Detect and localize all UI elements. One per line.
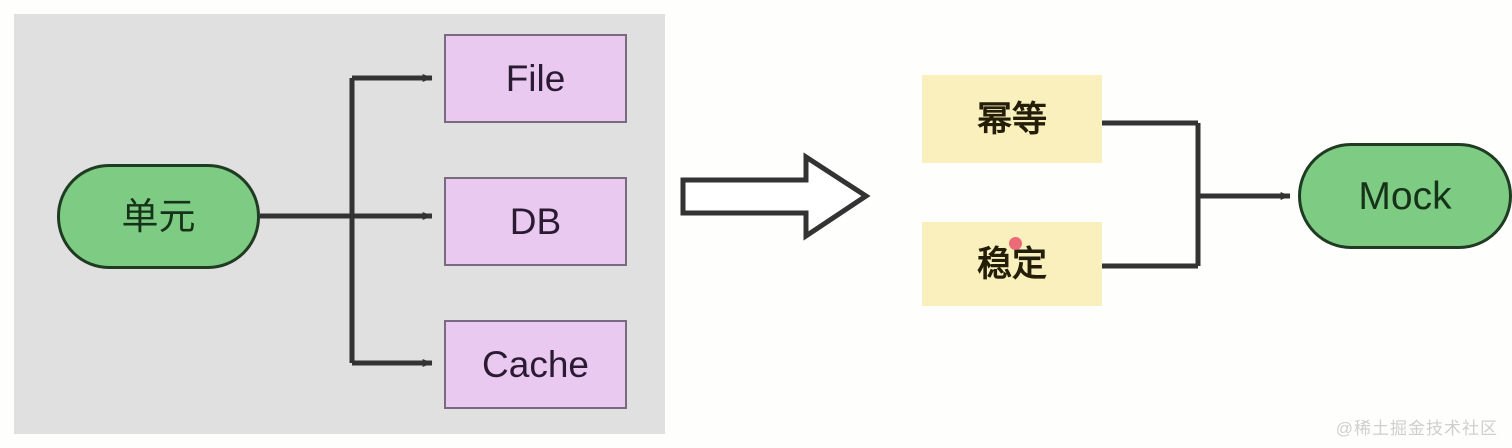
watermark: @稀土掘金技术社区 [1335, 419, 1498, 438]
node-unit-label: 单元 [121, 196, 196, 237]
node-stable[interactable]: 稳定 [922, 222, 1102, 306]
node-mock-label: Mock [1358, 174, 1452, 218]
node-cache[interactable]: Cache [444, 320, 627, 409]
node-unit[interactable]: 单元 [57, 164, 260, 269]
node-stable-label: 稳定 [976, 244, 1047, 284]
node-file[interactable]: File [444, 34, 627, 123]
node-cache-label: Cache [482, 344, 589, 385]
stable-marker-dot [1009, 237, 1022, 250]
node-db[interactable]: DB [444, 177, 627, 266]
node-idempotent-label: 幂等 [976, 99, 1047, 139]
node-file-label: File [505, 58, 566, 99]
node-idempotent[interactable]: 幂等 [922, 75, 1102, 163]
node-db-label: DB [509, 201, 562, 242]
node-mock[interactable]: Mock [1298, 143, 1512, 249]
block-arrow-icon [680, 152, 871, 241]
